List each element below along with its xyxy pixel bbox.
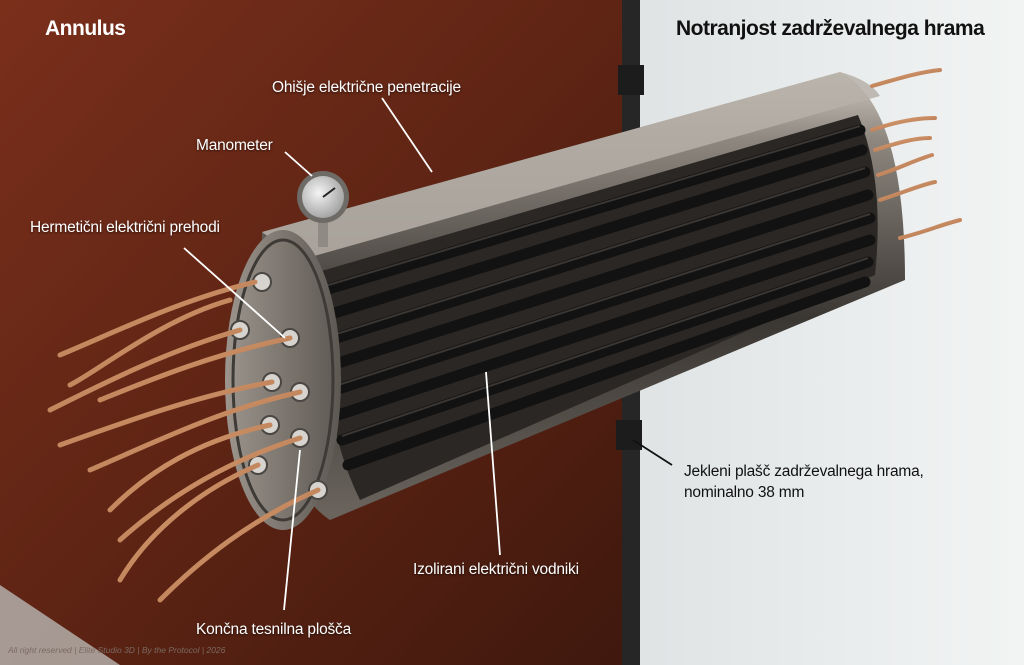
conductor-bundle <box>319 124 876 471</box>
label-conductors: Izolirani električni vodniki <box>413 561 579 578</box>
housing-rim <box>262 72 880 260</box>
containment-interior-header: Notranjost zadrževalnega hrama <box>676 17 985 40</box>
copyright-footer: All right reserved | Elite Studio 3D | B… <box>8 645 226 655</box>
shell-flange-top <box>618 65 644 95</box>
leader-feedthroughs <box>183 247 286 339</box>
copper-leads-right <box>870 68 962 240</box>
floor-corner <box>0 585 120 665</box>
leader-lines <box>183 97 501 611</box>
label-end-plate: Končna tesnilna plošča <box>196 621 352 638</box>
leader-manometer <box>284 151 313 177</box>
leader-conductors <box>485 371 501 556</box>
label-shell-line1: Jekleni plašč zadrževalnega hrama, <box>684 463 924 480</box>
annulus-header: Annulus <box>45 17 126 40</box>
label-manometer: Manometer <box>196 137 273 154</box>
label-feedthroughs: Hermetični električni prehodi <box>30 219 220 236</box>
pressure-gauge-icon <box>297 171 349 247</box>
leader-shell <box>632 439 673 466</box>
label-shell-line2: nominalno 38 mm <box>684 484 805 501</box>
leader-housing <box>381 97 433 173</box>
shell-flange-bottom <box>616 420 642 450</box>
leader-end-plate <box>283 449 301 611</box>
label-housing: Ohišje električne penetracije <box>272 79 461 96</box>
